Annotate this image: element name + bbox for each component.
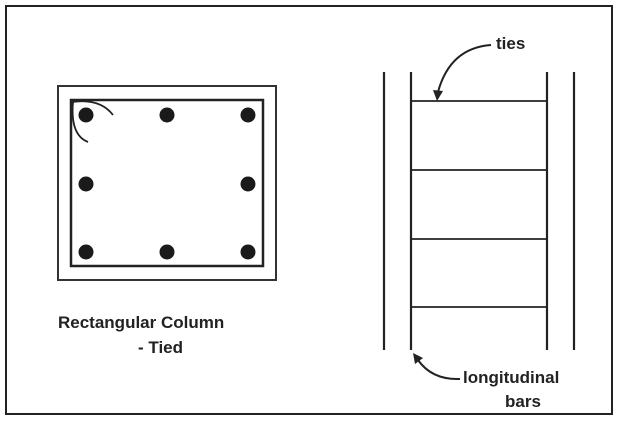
rebar xyxy=(78,244,94,260)
rebar xyxy=(240,176,256,192)
longitudinal-arrowhead xyxy=(413,353,423,364)
longitudinal-label-line1: longitudinal xyxy=(463,368,560,387)
rebar xyxy=(240,107,256,123)
rebar xyxy=(78,107,94,123)
rebar xyxy=(159,107,175,123)
rebar-group xyxy=(78,107,256,260)
frame-border xyxy=(5,5,613,415)
rebar xyxy=(240,244,256,260)
ties-arrow xyxy=(437,44,492,93)
section-label-line2: - Tied xyxy=(138,338,184,357)
tie-outline xyxy=(69,98,265,268)
rebar xyxy=(78,176,94,192)
elevation-view xyxy=(382,72,576,350)
rebar xyxy=(159,244,175,260)
tie-hook xyxy=(71,100,114,143)
longitudinal-label-line2: bars xyxy=(505,392,541,411)
ties-label: ties xyxy=(496,34,526,53)
longitudinal-arrow xyxy=(417,359,461,381)
column-outline xyxy=(57,85,277,281)
section-label-line1: Rectangular Column xyxy=(58,313,225,332)
ties-arrowhead xyxy=(433,90,443,101)
